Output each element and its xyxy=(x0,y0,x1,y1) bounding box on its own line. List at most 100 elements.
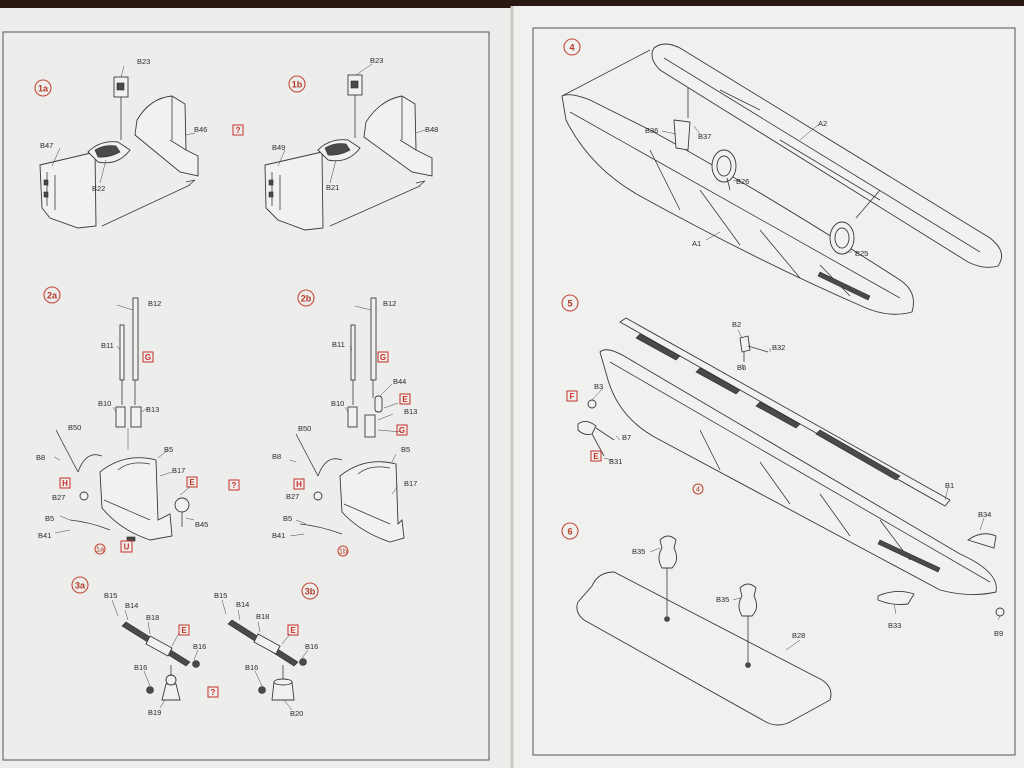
step-1a-number: 1a xyxy=(38,84,49,94)
label-b16: B16 xyxy=(134,663,147,672)
step-6-number: 6 xyxy=(567,527,572,537)
label-b3: B3 xyxy=(594,382,603,391)
label-b18: B18 xyxy=(146,613,159,622)
left-frame xyxy=(2,31,490,761)
label-b27: B27 xyxy=(286,492,299,501)
step-3a: 3a B15 B14 B18 E B16 B16 B19 ? xyxy=(71,576,219,717)
label-e: E xyxy=(593,452,599,461)
label-e: E xyxy=(181,626,187,635)
label-b23: B23 xyxy=(137,57,150,66)
label-b35: B35 xyxy=(716,595,729,604)
label-h: H xyxy=(62,479,68,488)
label-b13: B13 xyxy=(404,407,417,416)
label-g: G xyxy=(145,353,151,362)
right-frame xyxy=(532,27,1016,756)
label-b5: B5 xyxy=(45,514,54,523)
label-b37: B37 xyxy=(698,132,711,141)
step-3b: 3b B15 B14 B18 E B16 B16 B20 xyxy=(214,582,319,718)
ref-1b: 1b xyxy=(339,547,347,556)
label-b17: B17 xyxy=(172,466,185,475)
label-b12: B12 xyxy=(148,299,161,308)
label-b32: B32 xyxy=(772,343,785,352)
step-4-number: 4 xyxy=(569,43,574,53)
label-b33: B33 xyxy=(888,621,901,630)
label-e: E xyxy=(290,626,296,635)
note-marker: ? xyxy=(236,126,241,135)
label-b23: B23 xyxy=(370,56,383,65)
label-b5: B5 xyxy=(283,514,292,523)
step-5: 5 B2 B32 B6 B3 F B7 E B31 4 B1 B34 B3 xyxy=(561,294,1005,638)
label-b5: B5 xyxy=(164,445,173,454)
label-b7: B7 xyxy=(622,433,631,442)
label-b16: B16 xyxy=(305,642,318,651)
label-a1: A1 xyxy=(692,239,701,248)
label-f: F xyxy=(570,392,575,401)
label-b36: B36 xyxy=(645,126,658,135)
step-5-number: 5 xyxy=(567,299,572,309)
label-b8: B8 xyxy=(272,452,281,461)
label-b11: B11 xyxy=(332,340,345,349)
label-b45: B45 xyxy=(195,520,208,529)
label-b15: B15 xyxy=(214,591,227,600)
step-2a-number: 2a xyxy=(47,291,58,301)
label-b5: B5 xyxy=(401,445,410,454)
label-b50: B50 xyxy=(68,423,81,432)
label-b50: B50 xyxy=(298,424,311,433)
step-3a-number: 3a xyxy=(75,581,86,591)
label-g: G xyxy=(380,353,386,362)
label-b18: B18 xyxy=(256,612,269,621)
ref-step-4: 4 xyxy=(696,485,700,494)
left-page xyxy=(0,8,512,768)
ref-1a: 1a xyxy=(96,545,105,554)
label-b21: B21 xyxy=(326,183,339,192)
step-1b-number: 1b xyxy=(292,80,303,90)
step-2b-number: 2b xyxy=(301,294,312,304)
label-b13: B13 xyxy=(146,405,159,414)
label-b49: B49 xyxy=(272,143,285,152)
label-b35: B35 xyxy=(632,547,645,556)
step-2b: 2b B12 B11 G B44 E B10 B13 G B50 B8 B5 H… xyxy=(272,289,417,557)
label-b10: B10 xyxy=(98,399,111,408)
label-b44: B44 xyxy=(393,377,406,386)
label-b26: B26 xyxy=(736,177,749,186)
label-b2: B2 xyxy=(732,320,741,329)
label-b34: B34 xyxy=(978,510,991,519)
label-b9: B9 xyxy=(994,629,1003,638)
label-b12: B12 xyxy=(383,299,396,308)
label-b16: B16 xyxy=(193,642,206,651)
label-b16: B16 xyxy=(245,663,258,672)
label-b25: B25 xyxy=(855,249,868,258)
step-4: 4 B36 B37 A2 B26 A1 B25 xyxy=(561,38,1003,315)
note-marker: ? xyxy=(232,481,237,490)
step-1a: 1a B23 B47 B22 B46 ? xyxy=(34,57,244,229)
label-b15: B15 xyxy=(104,591,117,600)
step-3b-number: 3b xyxy=(305,587,316,597)
label-b14: B14 xyxy=(236,600,249,609)
label-b41: B41 xyxy=(38,531,51,540)
label-b6: B6 xyxy=(737,363,746,372)
label-g: G xyxy=(399,426,405,435)
label-b1: B1 xyxy=(945,481,954,490)
label-b17: B17 xyxy=(404,479,417,488)
label-b41: B41 xyxy=(272,531,285,540)
label-b19: B19 xyxy=(148,708,161,717)
label-b8: B8 xyxy=(36,453,45,462)
label-b48: B48 xyxy=(425,125,438,134)
label-h: H xyxy=(296,480,302,489)
note-marker: ? xyxy=(211,688,216,697)
label-b27: B27 xyxy=(52,493,65,502)
step-1b: 1b B23 B49 B21 B48 xyxy=(264,56,438,231)
label-b10: B10 xyxy=(331,399,344,408)
step-6: 6 B35 B35 B28 xyxy=(561,522,832,726)
label-b11: B11 xyxy=(101,341,114,350)
label-b20: B20 xyxy=(290,709,303,718)
label-b22: B22 xyxy=(92,184,105,193)
label-b31: B31 xyxy=(609,457,622,466)
label-b14: B14 xyxy=(125,601,138,610)
label-b46: B46 xyxy=(194,125,207,134)
label-a2: A2 xyxy=(818,119,827,128)
label-b28: B28 xyxy=(792,631,805,640)
label-b47: B47 xyxy=(40,141,53,150)
step-2a: 2a B12 B11 G B10 B13 B50 B8 B5 B17 H B27… xyxy=(36,286,240,555)
